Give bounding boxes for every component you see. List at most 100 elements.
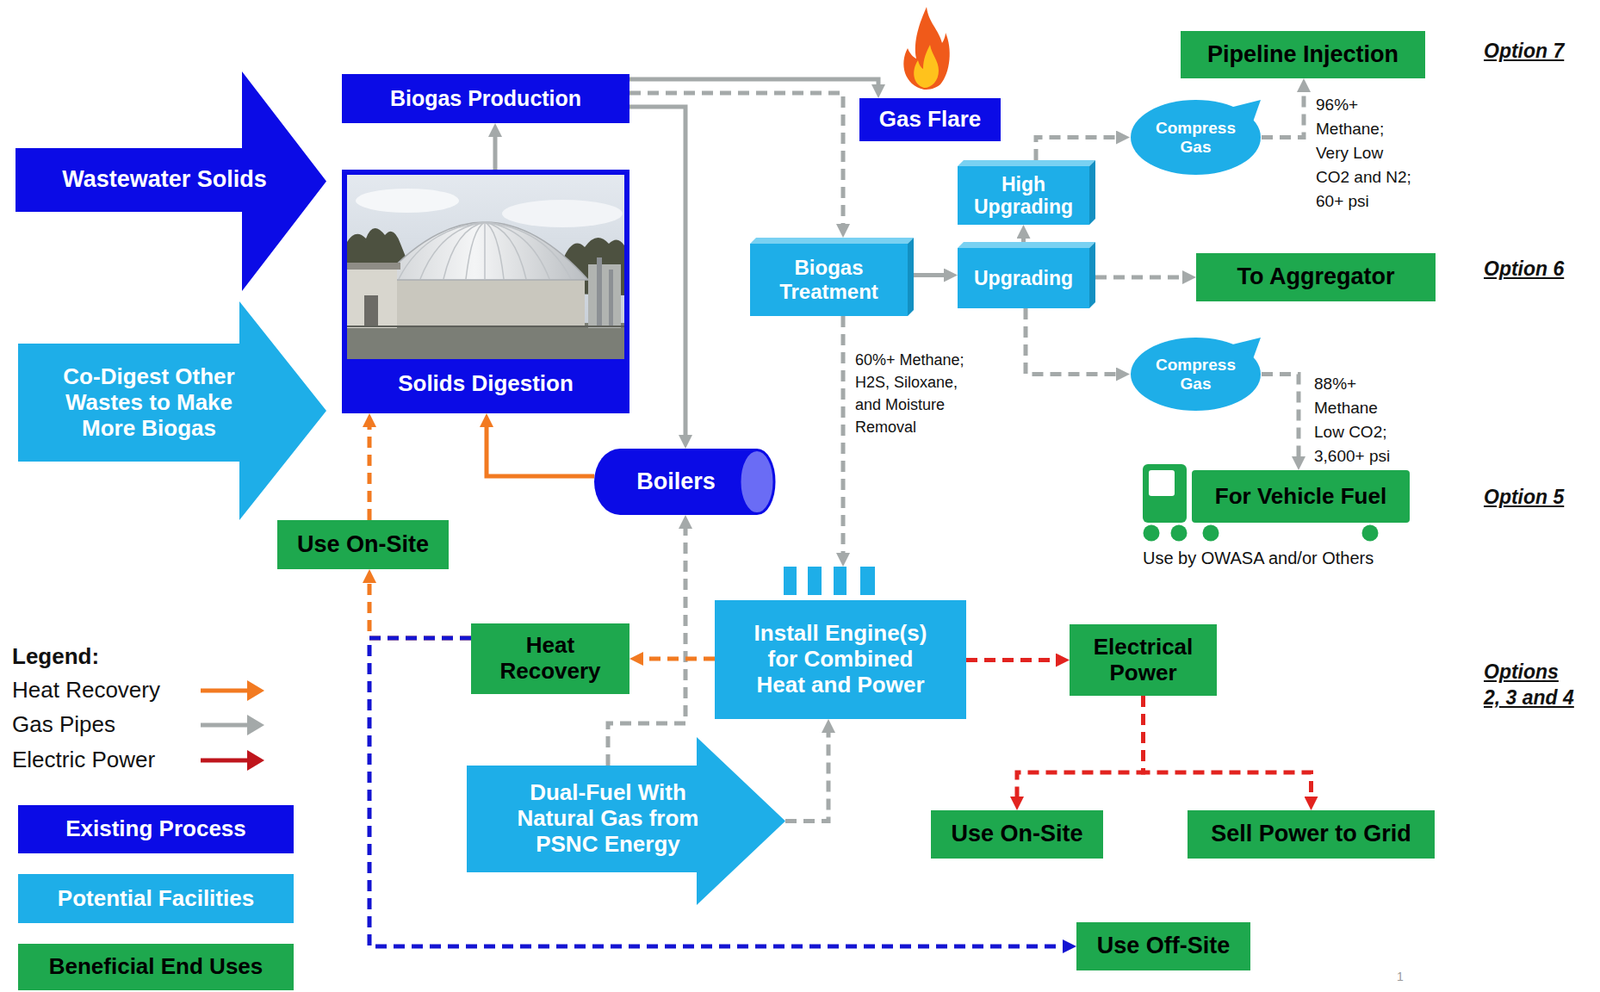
node-label: Wastewater Solids [62, 166, 267, 193]
node-label: Upgrading [973, 266, 1073, 290]
legend-label: Potential Facilities [57, 886, 255, 912]
connector [1261, 92, 1304, 138]
text-area: Use Off-Site [1085, 925, 1242, 968]
legend-arrow-head [247, 750, 265, 771]
boiler-cylinder: Boilers [594, 448, 776, 515]
engine-box: Install Engine(s) for Combined Heat and … [714, 566, 967, 720]
ellipse-outline [1130, 99, 1261, 175]
connector [629, 93, 844, 224]
legend-swatch: Existing Process [18, 805, 294, 854]
flame-outer [903, 6, 949, 90]
truck-cab [1142, 464, 1187, 523]
text-area: Use On-Site [285, 523, 441, 566]
cylinder-end [739, 450, 775, 515]
node-label: Biogas Treatment [753, 255, 905, 304]
end-use-box: Heat Recovery [471, 623, 630, 695]
legend-swatch: Potential Facilities [18, 874, 294, 924]
engine-stack [807, 566, 822, 596]
legend-arrow [200, 680, 265, 701]
node-label: For Vehicle Fuel [1215, 483, 1387, 510]
page-number: 1 [1396, 969, 1423, 985]
legend-arrow-line [200, 688, 250, 694]
node-label: Compress Gas [1148, 355, 1243, 394]
node-label: Sell Power to Grid [1210, 820, 1412, 848]
box-top-face [957, 241, 1096, 249]
text-area: Dual-Fuel With Natural Gas from PSNC Ene… [500, 768, 716, 870]
truck-wheel [1143, 525, 1160, 542]
compressor-ellipse: Compress Gas [1129, 336, 1262, 412]
legend-label: Beneficial End Uses [49, 954, 264, 980]
input-arrow: Co-Digest Other Wastes to Make More Biog… [18, 301, 327, 521]
box-front-face [750, 243, 908, 317]
node-label: Boilers [636, 468, 716, 496]
node-label: Use Off-Site [1097, 932, 1231, 960]
flame-inner [913, 44, 939, 88]
label-holder: Options 2, 3 and 4 [1483, 658, 1577, 711]
facility-box: High Upgrading [957, 160, 1096, 225]
text-area: Compress Gas [1148, 107, 1243, 168]
node-label: To Aggregator [1237, 263, 1396, 291]
end-use-box: Use Off-Site [1076, 922, 1251, 971]
box-top-face [750, 237, 914, 244]
arrow-outline [15, 71, 327, 292]
digester-box: Solids Digestion [341, 169, 630, 414]
connector [629, 106, 686, 435]
ellipse-outline [1130, 337, 1261, 411]
process-box: Biogas Production [341, 74, 630, 124]
connector [1095, 275, 1183, 280]
label-holder: 60%+ Methane; H2S, Siloxane, and Moistur… [855, 348, 968, 439]
connector [1025, 308, 1117, 375]
connector [486, 427, 595, 477]
text-area: Electrical Power [1078, 627, 1209, 693]
arrow-outline [18, 301, 327, 521]
facility-box: Upgrading [957, 241, 1096, 309]
label-holder: 88%+ Methane Low CO2; 3,600+ psi [1314, 372, 1409, 469]
node-label: Biogas Production [390, 86, 582, 112]
connector [643, 657, 715, 662]
text-area: Pipeline Injection [1189, 34, 1417, 75]
end-use-box: To Aggregator [1196, 253, 1436, 302]
connector [913, 272, 944, 278]
node-label: Compress Gas [1148, 118, 1243, 157]
label-holder: Option 5 [1483, 485, 1596, 510]
legend-label: Electric Power [12, 747, 198, 774]
text-area: Heat Recovery [479, 626, 621, 691]
legend-label: Existing Process [65, 816, 247, 843]
engine-stack [860, 566, 875, 596]
text-area: To Aggregator [1204, 256, 1427, 298]
truck-wheel [1171, 525, 1188, 542]
truck-body [1191, 470, 1410, 523]
legend-arrow-head [247, 680, 265, 701]
input-arrow: Wastewater Solids [15, 71, 327, 292]
node-label: Co-Digest Other Wastes to Make More Biog… [49, 364, 249, 442]
node-label: Use On-Site [950, 820, 1083, 848]
gas-spec-note: 60%+ Methane; H2S, Siloxane, and Moistur… [855, 348, 968, 439]
vehicle-truck: For Vehicle Fuel [1142, 464, 1410, 545]
label-holder: 96%+ Methane; Very Low CO2 and N2; 60+ p… [1315, 93, 1418, 214]
text-area: Boilers [611, 448, 741, 515]
option-label: Option 7 [1483, 39, 1596, 64]
connector [785, 732, 829, 822]
truck-wheel [1203, 525, 1220, 542]
label-holder: Legend: [12, 643, 185, 670]
connector [369, 582, 472, 639]
flame-icon [903, 6, 949, 90]
caption-note: Use by OWASA and/or Others [1142, 547, 1427, 569]
end-use-box: Pipeline Injection [1180, 31, 1426, 79]
option-label: Options 2, 3 and 4 [1483, 658, 1577, 711]
end-use-box: Electrical Power [1069, 624, 1217, 696]
text-area: For Vehicle Fuel [1191, 470, 1410, 523]
end-use-box: Use On-Site [277, 520, 449, 570]
end-use-box: Use On-Site [930, 810, 1104, 859]
legend-label: Heat Recovery [12, 677, 198, 704]
option-label: Option 6 [1483, 257, 1596, 282]
node-label: Electrical Power [1078, 634, 1209, 687]
legend-holder: Gas Pipes [12, 712, 198, 738]
engine-stack [783, 566, 797, 596]
label-holder: 1 [1396, 969, 1423, 985]
node-label: Use On-Site [297, 531, 429, 559]
legend-holder: Heat Recovery [12, 677, 198, 704]
node-label: Dual-Fuel With Natural Gas from PSNC Ene… [500, 780, 716, 858]
node-label: Gas Flare [879, 106, 982, 133]
